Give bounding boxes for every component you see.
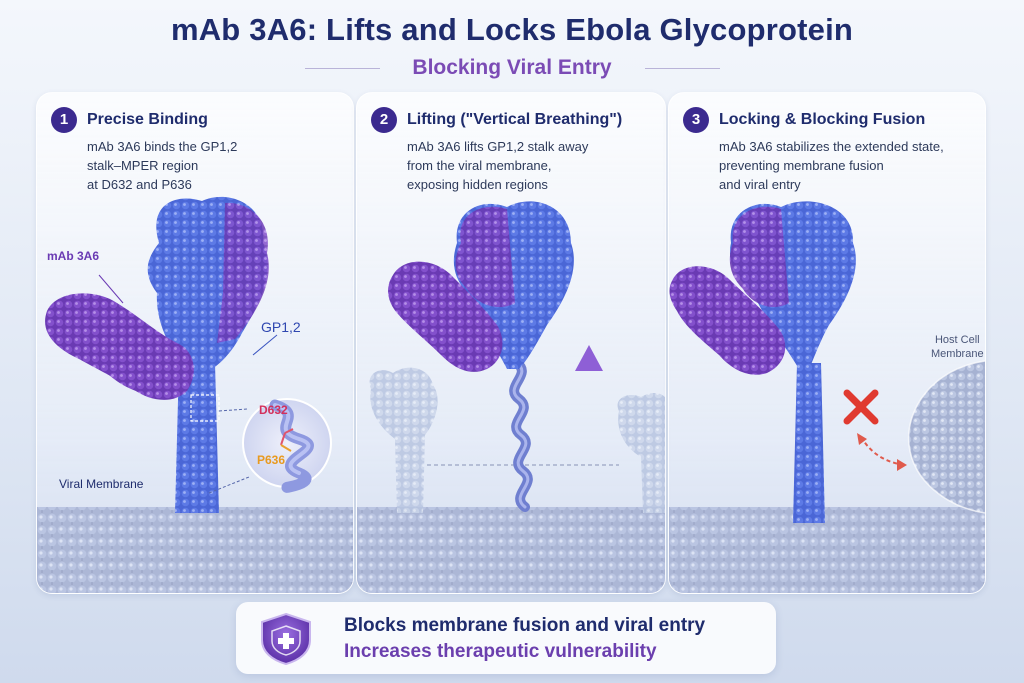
page-title: mAb 3A6: Lifts and Locks Ebola Glycoprot… (170, 12, 854, 47)
binding-site-box (190, 394, 220, 422)
panel-2-description-line: exposing hidden regions (407, 177, 548, 192)
panel-1-illustration (37, 196, 353, 593)
residue-d632-label: D632 (259, 403, 288, 417)
shield-icon (261, 612, 311, 666)
gp-stalk-shape (175, 363, 219, 513)
step-1-badge: 1 (51, 107, 77, 133)
footer-summary: Blocks membrane fusion and viral entry I… (236, 602, 776, 674)
panel-1-description-line: stalk–MPER region (87, 158, 199, 173)
footer-line-2: Increases therapeutic vulnerability (344, 641, 657, 662)
panel-3-title: Locking & Blocking Fusion (719, 111, 926, 128)
step-2-badge: 2 (371, 107, 397, 133)
panel-3-description-line: preventing membrane fusion (719, 158, 884, 173)
viral-membrane-label: Viral Membrane (59, 477, 144, 491)
panel-1-description: mAb 3A6 binds the GP1,2 stalk–MPER regio… (87, 137, 237, 194)
subtitle-rule-left (305, 68, 380, 69)
panel-2-description-line: mAb 3A6 lifts GP1,2 stalk away (407, 139, 589, 154)
locked-gp-stalk (793, 363, 825, 523)
panel-2-title: Lifting ("Vertical Breathing") (407, 111, 623, 128)
panel-2-description: mAb 3A6 lifts GP1,2 stalk away from the … (407, 137, 588, 194)
host-label-line: Membrane (931, 348, 984, 360)
panel-locking: 3 Locking & Blocking Fusion mAb 3A6 stab… (668, 92, 986, 594)
panel-3-illustration (669, 201, 985, 593)
blocked-fusion-arrow (860, 436, 904, 466)
step-3-badge: 3 (683, 107, 709, 133)
footer-line-1: Blocks membrane fusion and viral entry (344, 615, 706, 636)
gp-head-purple-lobe (217, 202, 269, 343)
host-cell-membrane-label: Host Cell Membrane (931, 333, 984, 361)
ghost-glycoprotein-left (369, 367, 438, 513)
ghost-glycoprotein-right (617, 393, 665, 513)
antibody-label: mAb 3A6 (47, 249, 100, 263)
subtitle-rule-right (645, 68, 720, 69)
panel-precise-binding: 1 Precise Binding mAb 3A6 binds the GP1,… (36, 92, 354, 594)
subtitle-row: Blocking Viral Entry (0, 56, 1024, 82)
fusion-blocked-x-icon (843, 389, 879, 425)
viral-membrane-bilayer (357, 507, 665, 593)
panel-3-description-line: and viral entry (719, 177, 801, 192)
antibody-shape (388, 261, 503, 372)
viral-membrane-bilayer (37, 507, 353, 593)
panel-3-description: mAb 3A6 stabilizes the extended state, p… (719, 137, 944, 194)
glycoprotein-label: GP1,2 (261, 319, 301, 335)
panel-lifting: 2 Lifting ("Vertical Breathing") mAb 3A6… (356, 92, 666, 594)
antibody-shape (669, 266, 786, 375)
panel-3-description-line: mAb 3A6 stabilizes the extended state, (719, 139, 944, 154)
panel-1-description-line: mAb 3A6 binds the GP1,2 (87, 139, 238, 154)
panel-1-description-line: at D632 and P636 (87, 177, 192, 192)
host-label-line: Host Cell (934, 334, 980, 346)
panel-2-illustration (357, 201, 665, 593)
page-subtitle: Blocking Viral Entry (412, 56, 612, 79)
panel-1-title: Precise Binding (87, 111, 208, 128)
viral-membrane-bilayer (669, 507, 985, 593)
lift-arrow-head (575, 345, 603, 371)
residue-p636-label: P636 (257, 453, 286, 467)
host-cell-membrane (908, 361, 985, 513)
panel-2-description-line: from the viral membrane, (407, 158, 552, 173)
